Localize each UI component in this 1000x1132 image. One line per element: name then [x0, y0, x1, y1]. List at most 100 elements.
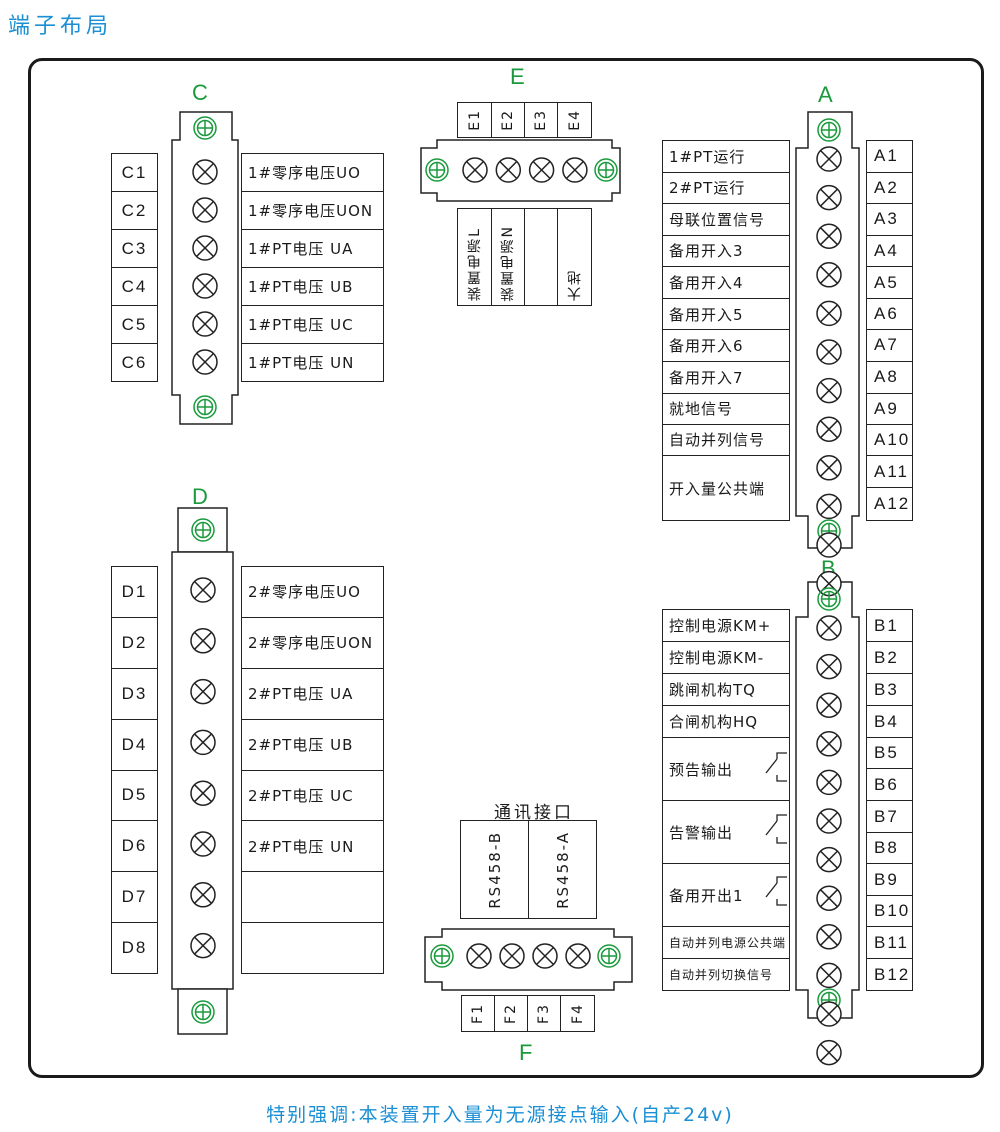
- comm-interface-heading: 通讯接口: [494, 803, 574, 823]
- wire-terminal-icon[interactable]: [816, 184, 842, 211]
- wire-terminal-icon[interactable]: [192, 197, 218, 223]
- label-row-f: RS458-B RS458-A: [460, 820, 597, 919]
- label-row-e: 装置电源L 装置电源N 大地: [457, 208, 592, 306]
- terminal-id: A11: [867, 456, 912, 489]
- terminal-id: A12: [874, 494, 911, 514]
- terminal-id: F3: [528, 996, 561, 1031]
- wire-terminal-icon[interactable]: [816, 455, 842, 481]
- terminal-id: B7: [867, 801, 912, 833]
- wire-terminal-icon[interactable]: [816, 416, 842, 442]
- wire-terminal-icon[interactable]: [499, 943, 525, 969]
- wire-terminal-icon[interactable]: [816, 769, 842, 796]
- wire-terminal-icon[interactable]: [528, 157, 555, 183]
- wire-terminal-icon[interactable]: [816, 146, 842, 172]
- terminal-id: F2: [495, 996, 528, 1031]
- wire-terminal-icon[interactable]: [816, 339, 842, 365]
- wire-terminal-icon[interactable]: [562, 157, 588, 183]
- wire-terminal-icon[interactable]: [192, 273, 218, 299]
- terminal-id: C4: [112, 268, 157, 306]
- screw-terminal-icon: [817, 587, 841, 611]
- screw-terminal-icon: [425, 158, 449, 182]
- wire-terminal-icon[interactable]: [816, 615, 842, 641]
- wire-terminal-icon[interactable]: [816, 1039, 842, 1066]
- wire-terminal-icon[interactable]: [190, 882, 216, 908]
- wire-terminal-icon[interactable]: [190, 780, 216, 806]
- wire-terminal-icon[interactable]: [816, 808, 842, 834]
- wire-terminal-icon[interactable]: [816, 731, 842, 757]
- screw-terminal-icon: [817, 118, 841, 142]
- terminal-id: C3: [112, 230, 157, 268]
- wire-terminal-icon[interactable]: [816, 885, 842, 911]
- terminal-id: C1: [112, 154, 157, 192]
- wire-terminal-icon[interactable]: [466, 943, 492, 969]
- wire-terminal-icon[interactable]: [192, 311, 218, 337]
- id-column-a: A1 A2 A3 A4 A5 A6 A7 A8 A9 A10 A11 A12: [866, 140, 913, 521]
- terminal-label: 控制电源KM+: [663, 610, 789, 642]
- terminal-label: 2#PT电压 UN: [242, 821, 383, 873]
- wire-terminal-icon[interactable]: [192, 159, 218, 185]
- terminal-id: D4: [112, 720, 157, 771]
- wire-terminal-icon[interactable]: [816, 300, 842, 327]
- screw-terminal-icon: [193, 395, 217, 419]
- terminal-label: RS458-B: [461, 821, 529, 918]
- terminal-id: D3: [112, 669, 157, 720]
- wire-terminal-icon[interactable]: [190, 577, 216, 603]
- wire-terminal-icon[interactable]: [532, 943, 558, 969]
- terminal-label: 1#PT电压 UC: [242, 306, 383, 344]
- wire-terminal-icon[interactable]: [190, 628, 216, 654]
- terminal-label-relay: 预告输出: [663, 738, 789, 801]
- terminal-label: 控制电源KM-: [663, 642, 789, 674]
- wire-terminal-icon[interactable]: [816, 962, 842, 989]
- wire-terminal-icon[interactable]: [816, 493, 842, 520]
- wire-terminal-icon[interactable]: [816, 692, 842, 718]
- wire-terminal-icon[interactable]: [816, 924, 842, 950]
- terminal-label: 2#PT运行: [663, 173, 789, 204]
- wire-terminal-icon[interactable]: [816, 846, 842, 873]
- terminal-id: D2: [112, 618, 157, 669]
- terminal-label: 2#零序电压UO: [242, 567, 383, 618]
- terminal-id: B12: [874, 964, 911, 984]
- wire-terminal-icon[interactable]: [190, 831, 216, 857]
- wire-terminal-icon[interactable]: [816, 532, 842, 558]
- wire-terminal-icon[interactable]: [192, 349, 218, 375]
- terminal-label: 1#PT运行: [663, 141, 789, 173]
- wire-terminal-icon[interactable]: [816, 653, 842, 680]
- wire-terminal-icon[interactable]: [816, 377, 842, 404]
- terminal-label: 跳闸机构TQ: [663, 674, 789, 706]
- terminal-id: A3: [867, 204, 912, 236]
- screw-terminal-icon: [597, 944, 621, 968]
- label-column-a: 1#PT运行 2#PT运行 母联位置信号 备用开入3 备用开入4 备用开入5 备…: [662, 140, 790, 521]
- terminal-id: A2: [867, 173, 912, 204]
- wire-terminal-icon[interactable]: [816, 1001, 842, 1027]
- terminal-label: [525, 209, 558, 305]
- terminal-id: B1: [867, 610, 912, 642]
- terminal-id: D6: [112, 821, 157, 873]
- terminal-label: 2#PT电压 UC: [242, 771, 383, 822]
- wire-terminal-icon[interactable]: [190, 678, 216, 705]
- wire-terminal-icon[interactable]: [192, 235, 218, 261]
- terminal-id: B4: [867, 706, 912, 738]
- wire-terminal-icon[interactable]: [565, 943, 591, 969]
- terminal-id: C6: [121, 352, 148, 372]
- wire-terminal-icon[interactable]: [495, 157, 522, 183]
- terminal-label: [242, 872, 383, 924]
- terminal-id: C5: [112, 306, 157, 344]
- screw-terminal-icon: [430, 944, 454, 968]
- terminal-id: B5: [867, 738, 912, 769]
- terminal-label: 开入量公共端: [669, 479, 766, 498]
- group-label-a: A: [818, 82, 833, 107]
- wire-terminal-icon[interactable]: [190, 932, 216, 959]
- wire-terminal-icon[interactable]: [816, 223, 842, 249]
- terminal-id: B6: [867, 769, 912, 801]
- terminal-label: 合闸机构HQ: [663, 706, 789, 738]
- terminal-id: B9: [867, 864, 912, 896]
- wire-terminal-icon[interactable]: [462, 157, 488, 183]
- id-column-b: B1 B2 B3 B4 B5 B6 B7 B8 B9 B10 B11 B12: [866, 609, 913, 991]
- terminal-id: B11: [867, 927, 912, 959]
- device-outline: [28, 58, 984, 1078]
- wire-terminal-icon[interactable]: [190, 729, 216, 756]
- wire-terminal-icon[interactable]: [816, 262, 842, 288]
